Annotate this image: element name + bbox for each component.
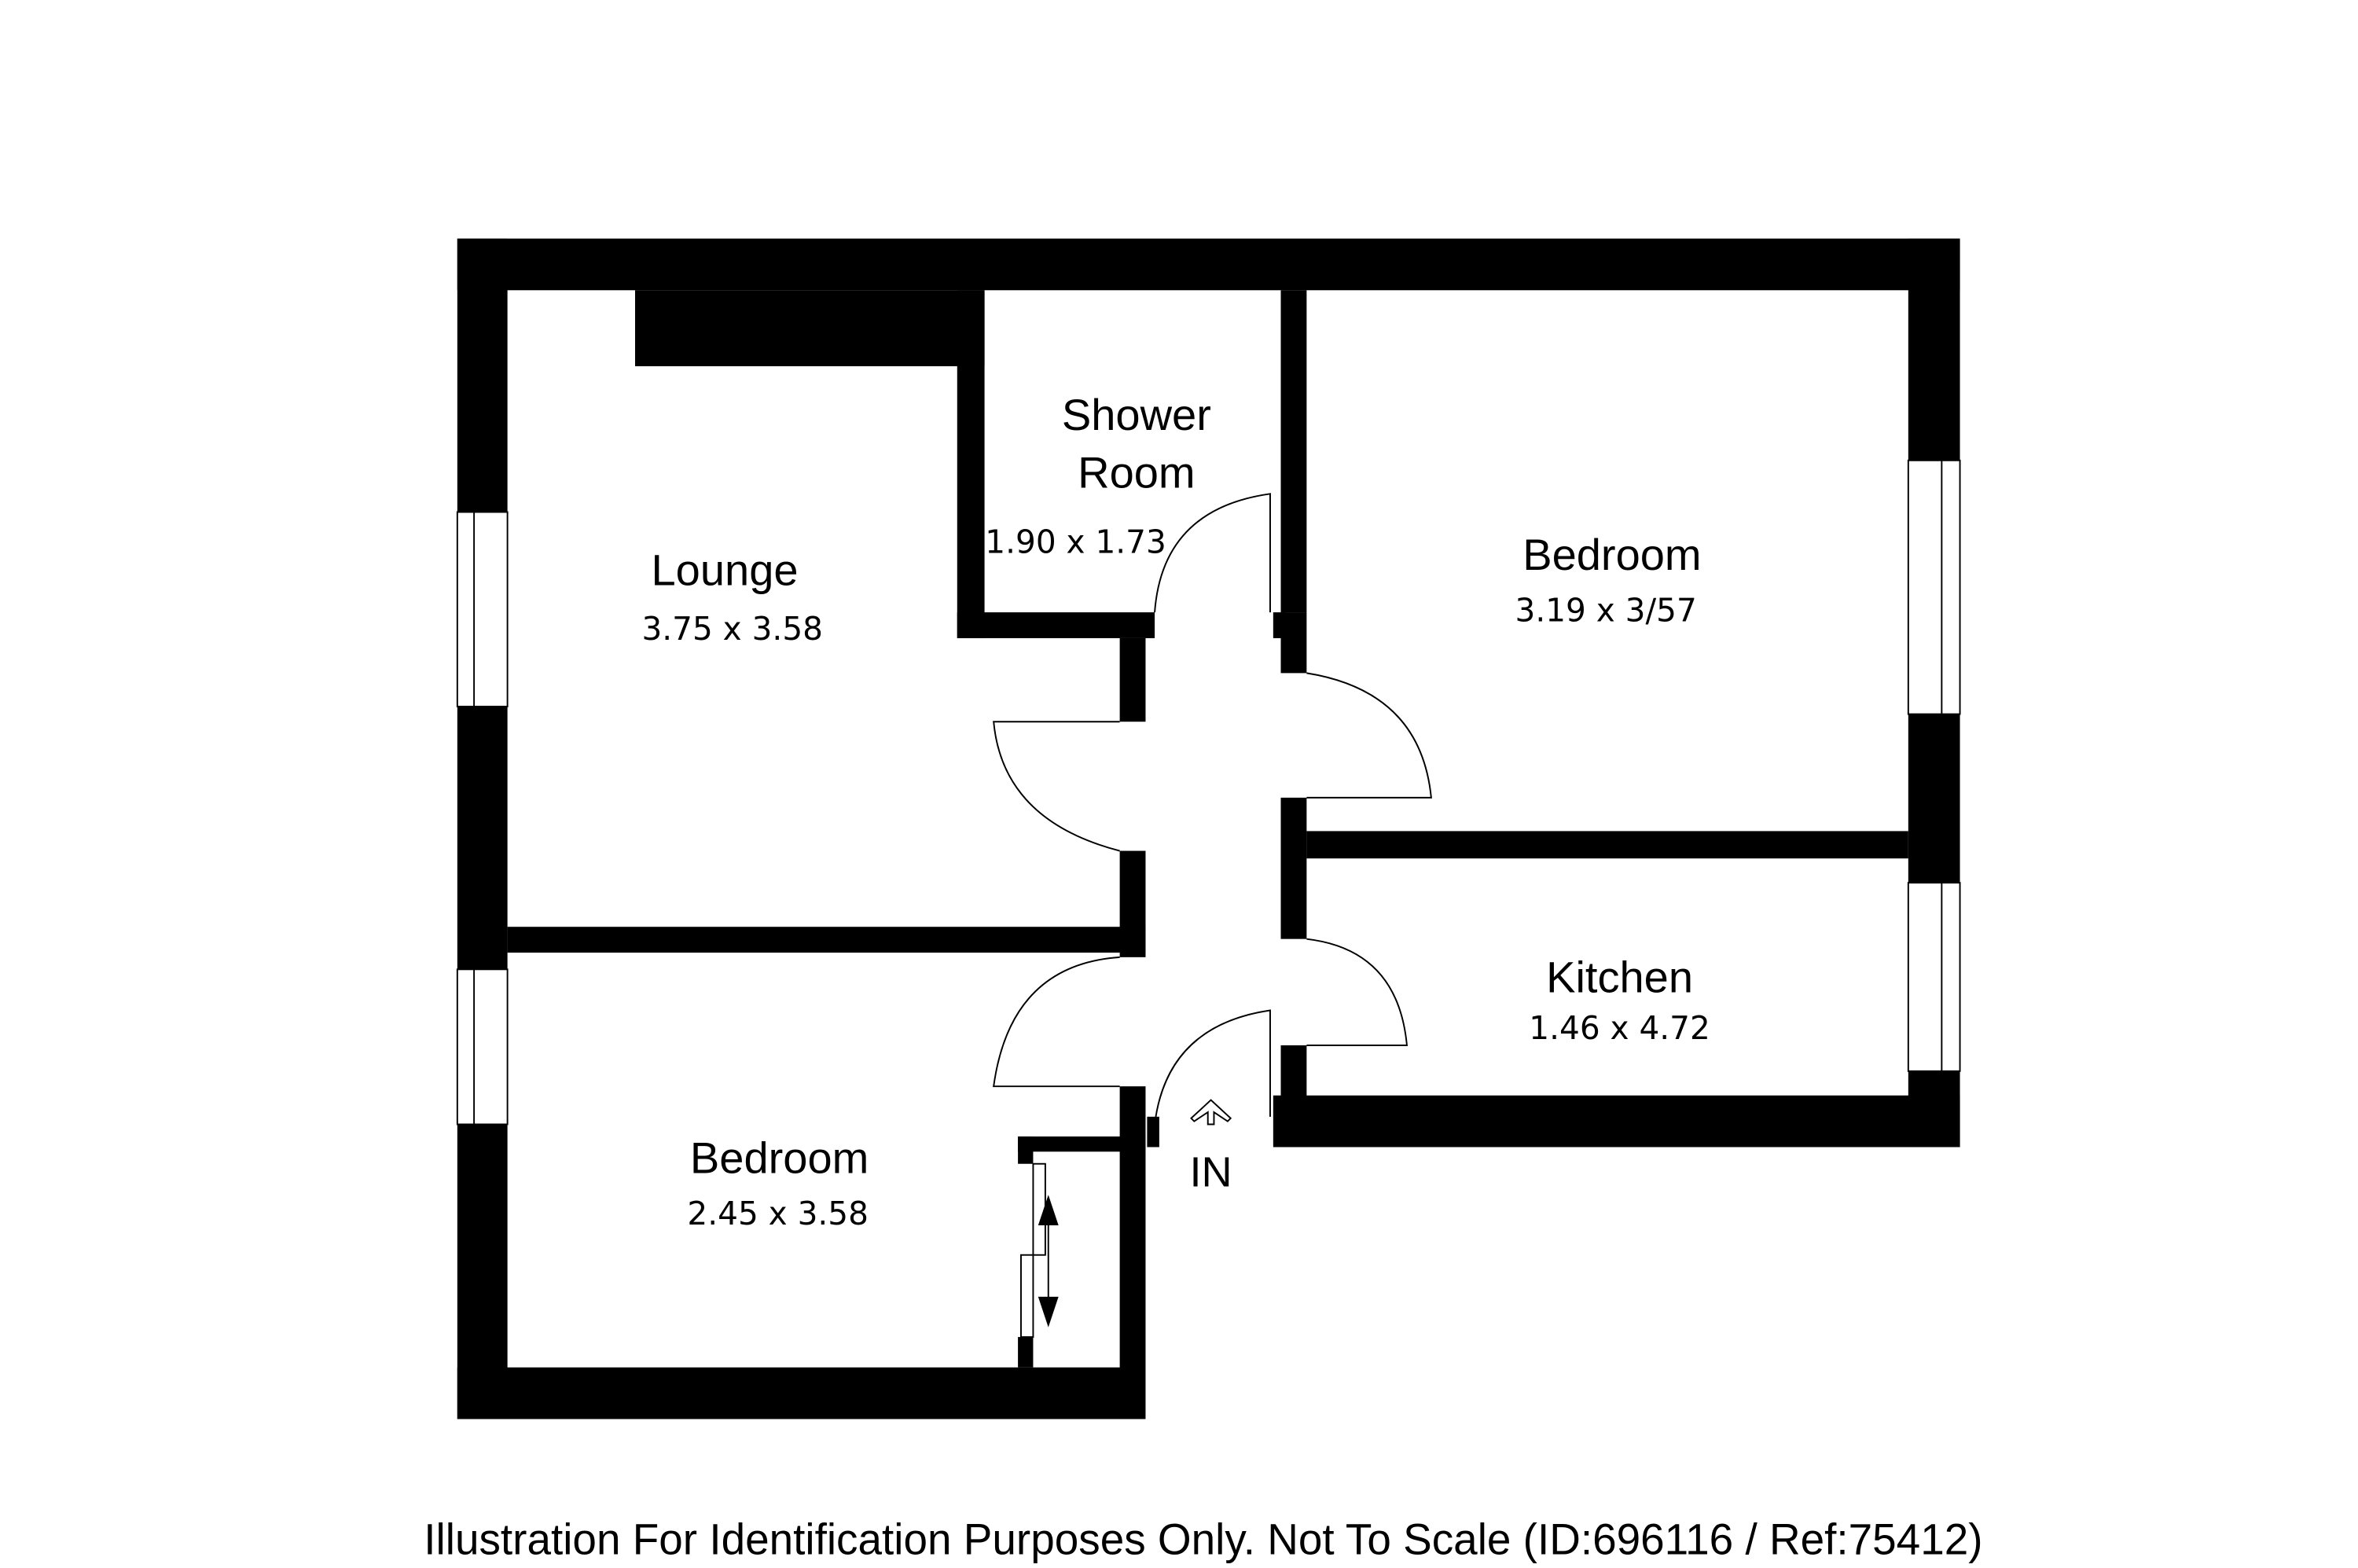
- doors: [993, 493, 1432, 1338]
- wardrobe-slide-arrow-icon: [1038, 1195, 1059, 1327]
- room-dimensions-kitchen: 1.46 x 4.72: [1529, 1009, 1710, 1047]
- window-lounge: [456, 511, 509, 707]
- room-name-lounge: Lounge: [652, 545, 799, 594]
- door-bedroom-right: [1306, 672, 1432, 799]
- entrance-label: IN: [1190, 1149, 1232, 1196]
- window-bedroom-right: [1907, 459, 1961, 715]
- room-name-kitchen: Kitchen: [1546, 952, 1693, 1001]
- room-name-shower-line1: Shower: [1062, 390, 1211, 439]
- room-name-bedroom-left: Bedroom: [690, 1133, 869, 1182]
- door-entrance: [1154, 1009, 1271, 1125]
- door-shower: [1154, 493, 1271, 613]
- windows: [456, 459, 1961, 1126]
- door-kitchen: [1306, 938, 1409, 1046]
- room-dimensions-shower: 1.90 x 1.73: [985, 523, 1166, 561]
- room-dimensions-lounge: 3.75 x 3.58: [641, 610, 823, 648]
- window-kitchen: [1907, 882, 1961, 1072]
- entrance-arrow-icon: [1190, 1099, 1232, 1126]
- window-bedroom-left: [456, 968, 509, 1126]
- wardrobe-door-upper: [1032, 1162, 1046, 1256]
- walls: [457, 238, 1960, 1419]
- room-name-shower-line2: Room: [1078, 448, 1196, 498]
- door-bedroom-left: [993, 956, 1120, 1088]
- room-name-bedroom-right: Bedroom: [1522, 530, 1701, 579]
- room-dimensions-bedroom-left: 2.45 x 3.58: [687, 1195, 869, 1232]
- wardrobe-door-lower: [1020, 1254, 1034, 1338]
- footer-disclaimer: Illustration For Identification Purposes…: [424, 1515, 1982, 1564]
- door-lounge: [993, 721, 1120, 852]
- room-dimensions-bedroom-right: 3.19 x 3/57: [1515, 592, 1697, 630]
